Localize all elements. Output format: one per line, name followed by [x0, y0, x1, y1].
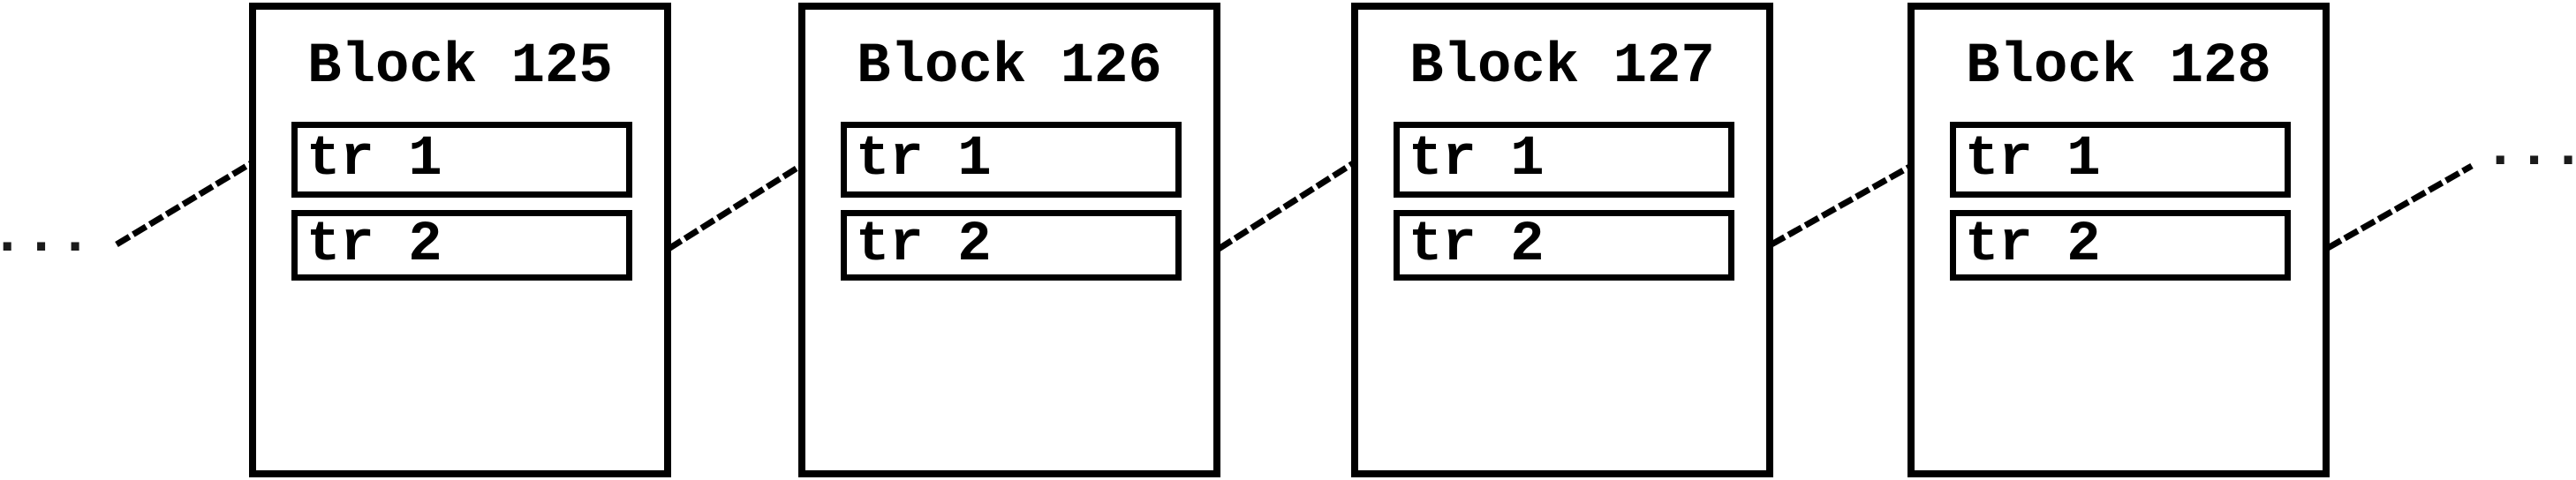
transaction-box: tr 1: [1394, 122, 1734, 198]
transaction-label: tr 1: [1965, 128, 2101, 191]
transaction-label: tr 2: [1965, 214, 2101, 277]
transaction-box: tr 1: [841, 122, 1182, 198]
transaction-box: tr 2: [1394, 210, 1734, 281]
block-card: Block 125 tr 1 tr 2: [249, 3, 671, 477]
chain-link-line: [2326, 162, 2474, 251]
chain-link-line: [1217, 160, 1356, 251]
transaction-box: tr 2: [291, 210, 632, 281]
transaction-label: tr 2: [1409, 214, 1545, 277]
ellipsis-left: ...: [0, 205, 93, 268]
transaction-label: tr 1: [1409, 128, 1545, 191]
block-card: Block 127 tr 1 tr 2: [1351, 3, 1773, 477]
block-title: Block 125: [307, 35, 613, 99]
transaction-box: tr 1: [1950, 122, 2291, 198]
transaction-box: tr 2: [841, 210, 1182, 281]
block-title: Block 127: [1409, 35, 1715, 99]
transaction-label: tr 1: [306, 128, 442, 191]
transaction-label: tr 2: [306, 214, 442, 277]
transaction-box: tr 1: [291, 122, 632, 198]
transaction-label: tr 2: [856, 214, 992, 277]
chain-link-line: [115, 160, 254, 247]
transaction-label: tr 1: [856, 128, 992, 191]
chain-link-line: [667, 162, 804, 251]
chain-link-line: [1770, 161, 1915, 248]
block-card: Block 128 tr 1 tr 2: [1907, 3, 2330, 477]
ellipsis-right: ...: [2483, 118, 2576, 182]
block-title: Block 128: [1966, 35, 2271, 99]
transaction-box: tr 2: [1950, 210, 2291, 281]
block-title: Block 126: [857, 35, 1162, 99]
block-card: Block 126 tr 1 tr 2: [798, 3, 1220, 477]
